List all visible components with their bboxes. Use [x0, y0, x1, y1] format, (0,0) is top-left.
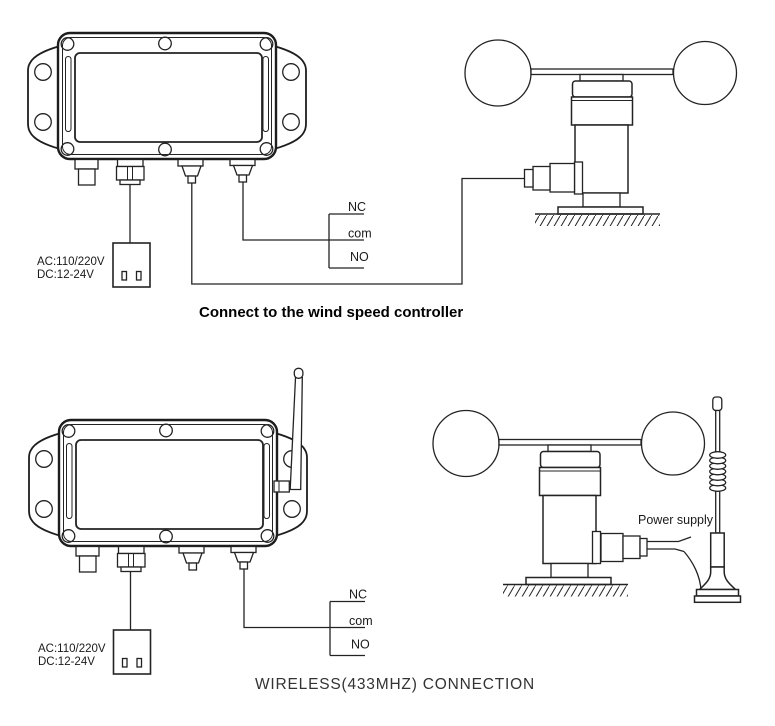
box-antenna	[273, 367, 304, 493]
wind-sensor-wireless	[432, 409, 706, 598]
power-rating-line2-wireless: DC:12-24V	[38, 656, 95, 668]
relay-terminal-block-wireless	[243, 568, 366, 657]
controller-box-wireless	[27, 418, 309, 574]
power-supply-label: Power supply	[638, 513, 714, 527]
sensor-signal-wire	[191, 177, 525, 285]
relay-terminal-block	[242, 181, 365, 269]
wireless-diagram: AC:110/220V DC:12-24V NC com NO Power su…	[27, 367, 742, 693]
antenna-base-flare	[697, 566, 738, 591]
antenna-rod-lower	[715, 487, 721, 534]
terminal-label-no: NO	[350, 250, 369, 264]
external-antenna	[693, 396, 742, 604]
power-rating-line1-wireless: AC:110/220V	[38, 643, 106, 655]
antenna-body-tube	[709, 532, 725, 568]
power-cable-bottom	[647, 548, 685, 553]
wired-caption: Connect to the wind speed controller	[199, 304, 463, 321]
power-plug-wireless	[112, 570, 152, 675]
wind-sensor	[464, 39, 738, 227]
terminal-label-com: com	[348, 227, 372, 241]
power-cable-top	[647, 536, 692, 543]
power-rating-line1: AC:110/220V	[37, 256, 105, 268]
terminal-label-com-wireless: com	[349, 614, 373, 628]
wired-diagram: AC:110/220V DC:12-24V NC com NO Connect …	[26, 31, 738, 321]
terminal-label-no-wireless: NO	[351, 638, 370, 652]
antenna-base-plate-top	[695, 588, 740, 597]
antenna-base-plate-bottom	[693, 595, 742, 604]
wireless-caption: WIRELESS(433MHZ) CONNECTION	[255, 676, 535, 693]
controller-box	[26, 31, 308, 187]
antenna-coil	[709, 451, 727, 492]
terminal-label-nc: NC	[348, 200, 366, 214]
antenna-tip	[712, 396, 723, 412]
power-rating-line2: DC:12-24V	[37, 269, 94, 281]
power-plug	[112, 183, 151, 288]
sensor-cable-connector	[523, 161, 584, 195]
antenna-feed-cable	[683, 551, 702, 592]
sensor-power-connector	[591, 530, 702, 592]
antenna-rod-upper	[715, 409, 721, 454]
terminal-label-nc-wireless: NC	[349, 588, 367, 602]
